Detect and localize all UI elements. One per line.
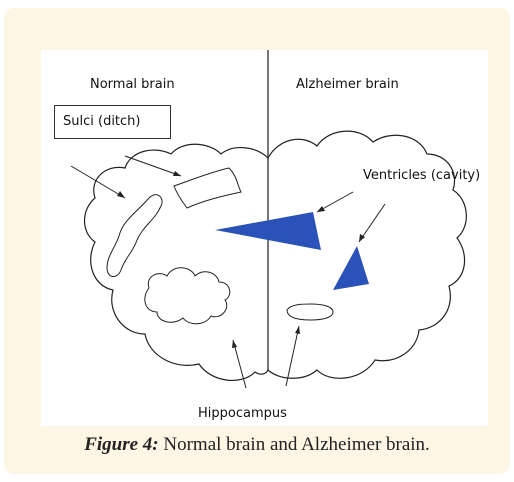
normal-hippocampus <box>145 268 230 324</box>
brain-diagram: Normal brain Alzheimer brain Sulci (ditc… <box>41 50 488 426</box>
normal-brain-outline <box>85 144 269 380</box>
hippocampus-label: Hippocampus <box>198 406 287 421</box>
alzheimer-ventricle <box>333 246 369 290</box>
normal-brain-title: Normal brain <box>90 77 175 92</box>
figure-caption-text: Normal brain and Alzheimer brain. <box>159 434 430 455</box>
alzheimer-hippocampus <box>287 304 333 320</box>
figure-caption: Figure 4: Normal brain and Alzheimer bra… <box>4 434 510 456</box>
figure-label: Figure 4: <box>84 434 158 455</box>
sulci-label: Sulci (ditch) <box>63 114 141 129</box>
figure-card: Normal brain Alzheimer brain Sulci (ditc… <box>4 8 510 474</box>
alzheimer-brain-title: Alzheimer brain <box>296 77 399 92</box>
hippocampus-arrow-2 <box>286 326 299 386</box>
sulci-label-box: Sulci (ditch) <box>54 105 171 139</box>
sulci-arrow-1 <box>71 166 125 198</box>
normal-sulcus-top <box>174 168 241 208</box>
sulci-arrow-2 <box>125 156 181 176</box>
normal-sulcus-long <box>107 195 162 277</box>
ventricles-label: Ventricles (cavity) <box>363 168 480 183</box>
